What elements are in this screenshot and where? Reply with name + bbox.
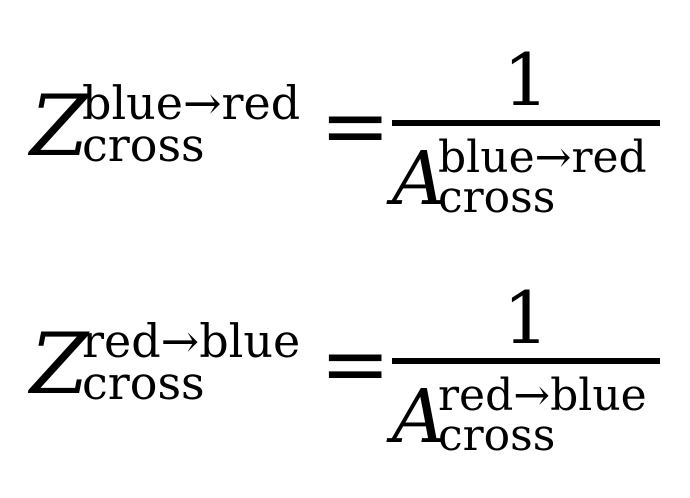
denominator-symbol: A [392,374,446,460]
denominator-symbol: A [392,136,446,222]
lhs-superscript: red→blue [82,314,301,368]
denominator-subscript: cross [438,410,556,461]
numerator: 1 [503,38,549,122]
denominator: A blue→red cross [392,136,660,220]
lhs-symbol: Z [30,315,89,413]
fraction: 1 A blue→red cross [392,40,660,220]
fraction-bar [392,120,660,126]
equals-sign: = [320,77,391,175]
fraction: 1 A red→blue cross [392,278,660,458]
denominator-superscript: red→blue [438,370,647,421]
denominator-superscript: blue→red [438,132,647,183]
lhs-symbol: Z [30,77,89,175]
fraction-bar [392,358,660,364]
denominator: A red→blue cross [392,374,660,458]
numerator: 1 [503,276,549,360]
lhs-subscript: cross [82,356,205,410]
lhs-superscript: blue→red [82,76,301,130]
denominator-subscript: cross [438,172,556,223]
equals-sign: = [320,315,391,413]
lhs-subscript: cross [82,118,205,172]
